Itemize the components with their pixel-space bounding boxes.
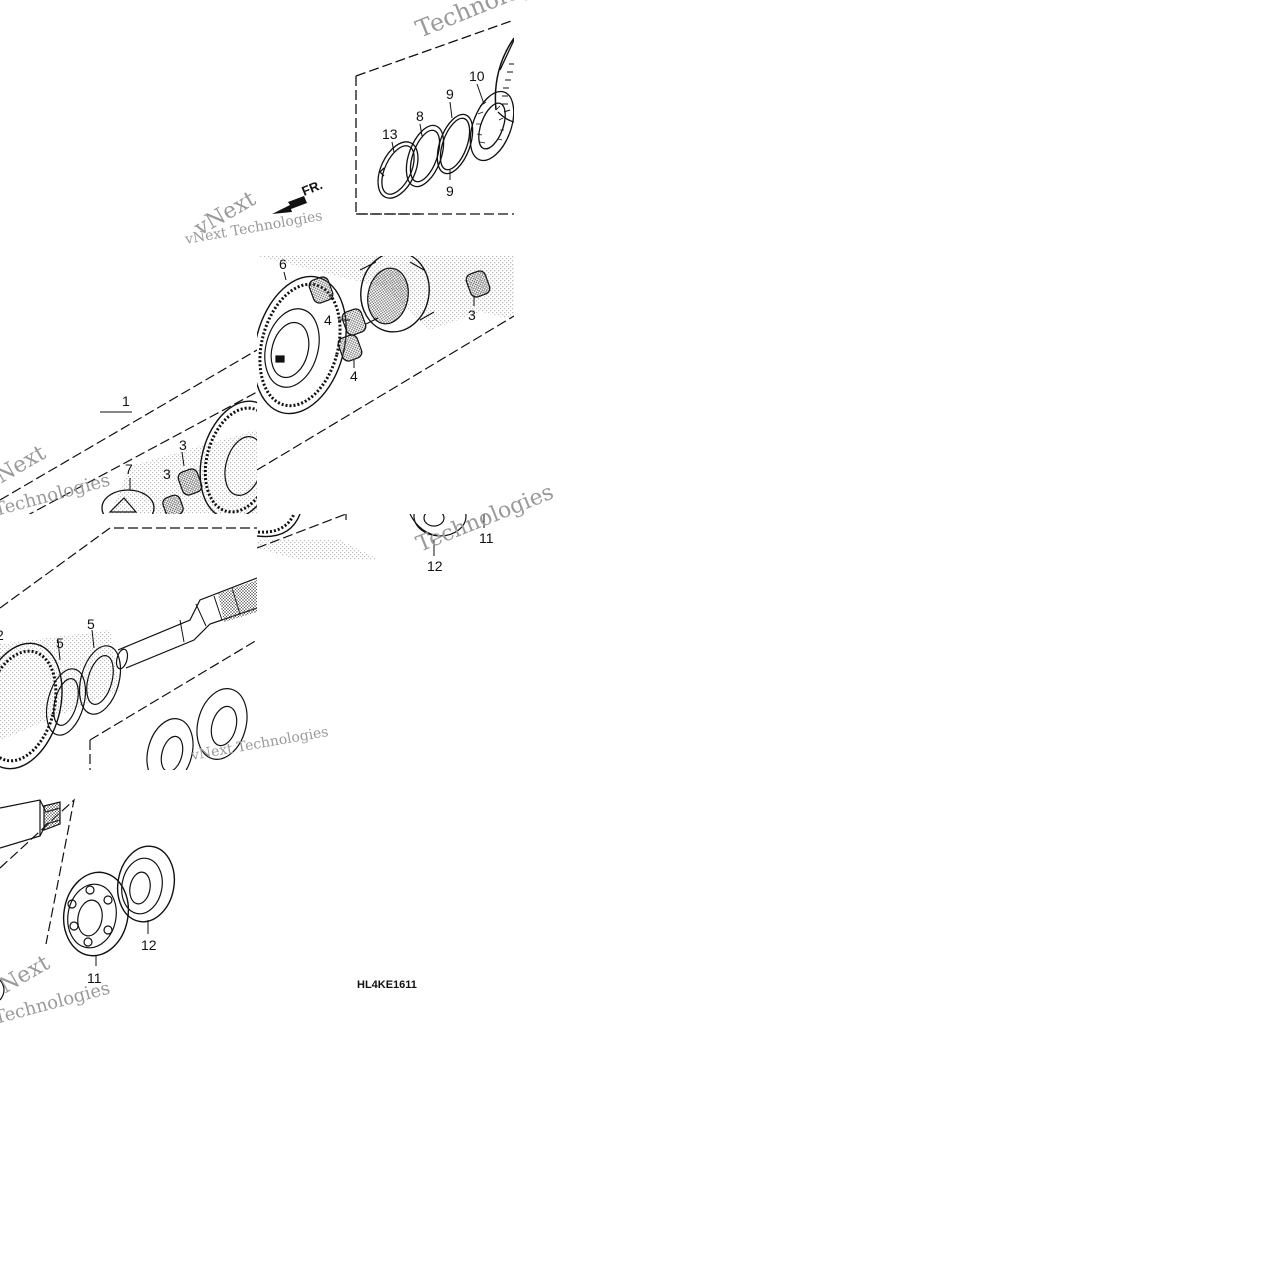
callout-4-lower: 4 (350, 368, 358, 384)
callout-12-upper: 12 (427, 558, 443, 574)
callout-9-upper: 9 (446, 86, 454, 102)
callout-7: 7 (125, 461, 133, 477)
partial-ring-bottom-left (0, 979, 5, 1001)
callout-5-left: 5 (56, 635, 64, 651)
callout-2: 2 (0, 627, 4, 643)
callout-3-upper: 3 (179, 437, 187, 453)
callout-3-right: 3 (468, 307, 476, 323)
diagram-code: HL4KE1611 (357, 979, 417, 991)
mainshaft-tile (0, 527, 257, 770)
watermark-top: Technologies (412, 0, 570, 44)
spring-3-upper (177, 468, 203, 496)
primary-gear-tile (0, 349, 257, 514)
gear-partial-lower (257, 514, 301, 538)
bearing-partial (409, 514, 467, 537)
spring-4-upper (308, 276, 334, 304)
bearing-upper-right (196, 688, 248, 760)
callout-8: 8 (416, 108, 424, 124)
callout-11-lower: 11 (87, 970, 102, 986)
plate-7 (101, 489, 155, 514)
mainshaft (115, 577, 257, 670)
callout-6: 6 (279, 256, 287, 272)
callout-labels: 10 9 9 8 13 6 4 4 3 1 3 3 7 2 5 5 12 11 … (0, 68, 494, 991)
callout-11-upper: 11 (479, 530, 494, 546)
bearing-12 (116, 845, 176, 923)
callout-3-lower: 3 (163, 466, 171, 482)
countershaft-gear-tile (257, 256, 514, 471)
arrow-left-icon (272, 196, 307, 214)
callout-5-right: 5 (87, 616, 95, 632)
bearing-11 (62, 871, 130, 957)
output-shaft-tile (0, 798, 176, 1001)
spring-3-right (465, 270, 491, 298)
spring-4-mid (341, 308, 367, 336)
circlip-13 (377, 141, 419, 199)
callout-13: 13 (382, 126, 398, 142)
damper-plate (359, 256, 435, 333)
dashed-outline-box (355, 19, 514, 215)
front-label: FR. (300, 177, 325, 199)
bearing-tile-right (257, 514, 485, 560)
gear-2 (0, 642, 63, 770)
callout-12-lower: 12 (141, 937, 157, 953)
watermark-lower: vNext Technologies (189, 724, 330, 764)
callout-9-lower: 9 (446, 183, 454, 199)
callout-1: 1 (122, 393, 130, 409)
gear-primary (199, 400, 257, 514)
callout-4-upper: 4 (324, 312, 332, 328)
front-direction-arrow: FR. (272, 177, 325, 214)
bearing-upper-left (146, 718, 194, 770)
snap-ring-group (355, 19, 514, 215)
shaft-end (0, 799, 61, 849)
spring-3-lower (162, 494, 184, 514)
spring-4-lower (337, 334, 363, 362)
watermarks: Technologies vNext Technologies vNext vN… (0, 0, 570, 1029)
gear-partial-top (494, 37, 514, 123)
thrust-washer-10 (469, 90, 514, 162)
callout-10: 10 (469, 68, 485, 84)
washer-5-right (78, 645, 122, 715)
